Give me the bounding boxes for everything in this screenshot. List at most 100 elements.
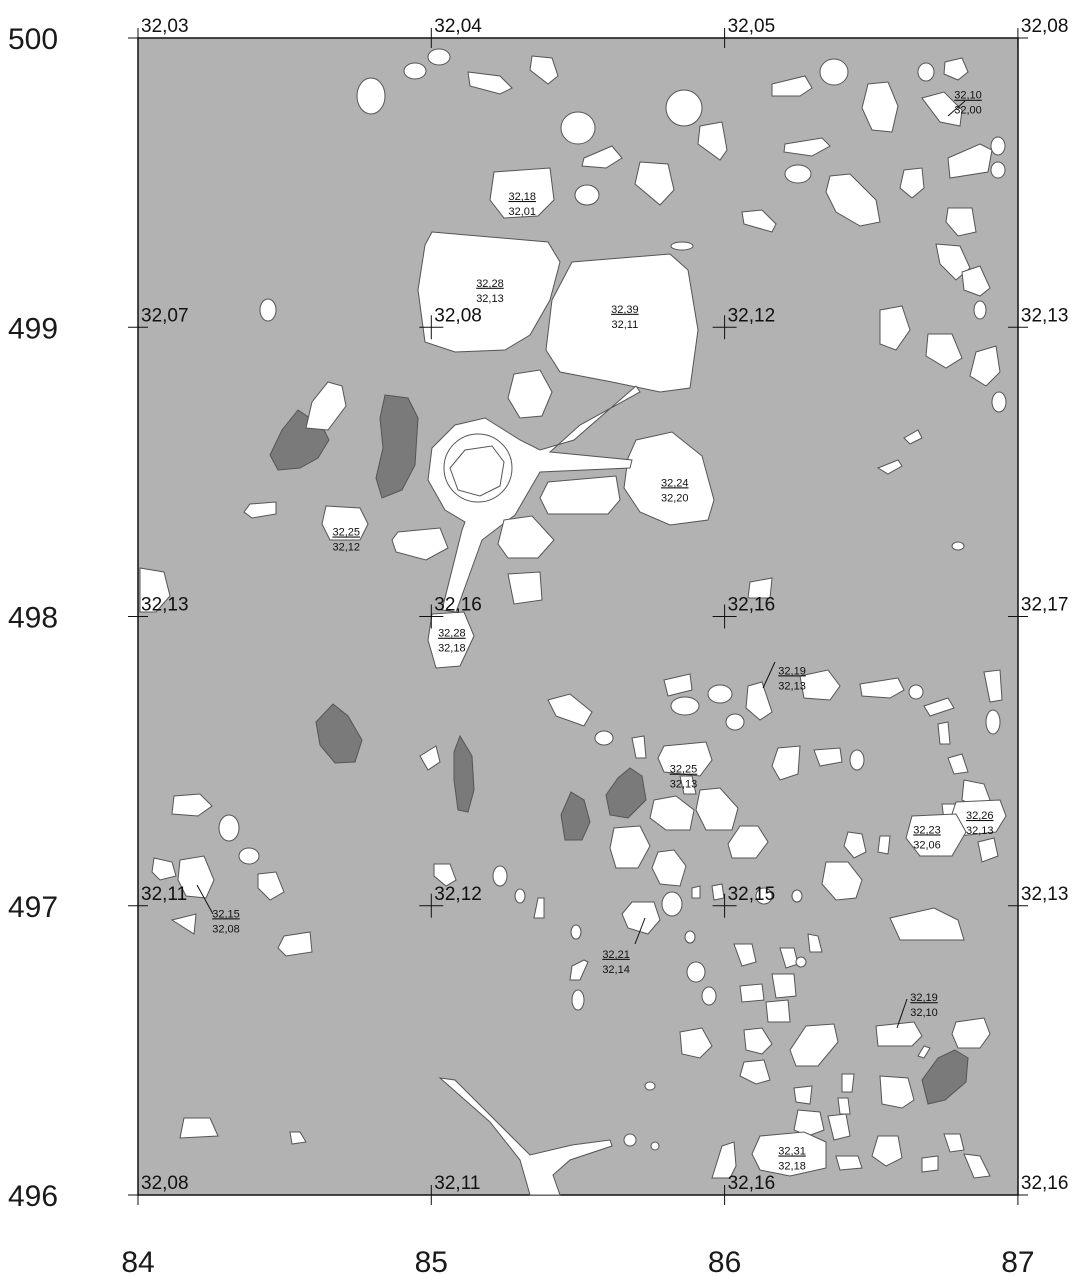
- stone: [644, 1081, 656, 1091]
- stone: [807, 933, 823, 953]
- stone: [570, 924, 582, 940]
- stone: [877, 835, 891, 855]
- x-axis-label: 84: [121, 1246, 154, 1277]
- leader-lines: [196, 100, 966, 1029]
- stone: [849, 749, 865, 771]
- x-axis-label: 85: [415, 1246, 448, 1277]
- stone: [943, 1133, 965, 1153]
- stone: [489, 167, 555, 219]
- stone: [514, 888, 526, 904]
- stone: [819, 58, 849, 86]
- stone-bottom-level: 32,13: [966, 825, 994, 837]
- stone: [771, 75, 813, 97]
- stone: [821, 861, 863, 901]
- stone: [739, 1059, 771, 1085]
- stone: [733, 943, 757, 967]
- grid-elevation: 32,13: [141, 595, 189, 616]
- y-axis-label: 498: [8, 602, 58, 635]
- stone: [391, 527, 449, 561]
- grid-elevation: 32,16: [728, 595, 776, 616]
- y-axis-label: 497: [8, 891, 58, 924]
- stone: [289, 1131, 307, 1145]
- grid-elevation: 32,13: [1021, 305, 1069, 326]
- stone: [871, 1135, 903, 1167]
- stone: [695, 787, 739, 831]
- stone: [539, 475, 621, 515]
- stone: [533, 897, 545, 919]
- stone: [990, 161, 1006, 179]
- dark-feature: [921, 1049, 969, 1105]
- stone: [238, 847, 260, 865]
- stone: [876, 459, 903, 475]
- stones: [139, 48, 1007, 1196]
- stone: [841, 1073, 855, 1093]
- grid-elevation: 32,08: [141, 1173, 189, 1194]
- stone-top-level: 32,23: [913, 824, 941, 836]
- stone-top-level: 32,28: [476, 278, 504, 290]
- stone: [679, 1027, 713, 1059]
- stone: [179, 1117, 219, 1139]
- stone-bottom-level: 32,13: [670, 779, 698, 791]
- stone: [879, 1075, 915, 1109]
- stone: [177, 855, 215, 899]
- dark-features: [269, 394, 969, 1105]
- stone: [139, 567, 171, 613]
- grid-elevation: 32,05: [728, 16, 776, 37]
- stone: [793, 1085, 813, 1105]
- stone: [925, 333, 963, 369]
- stone: [711, 1141, 737, 1179]
- stone: [707, 684, 733, 704]
- dark-feature: [375, 394, 419, 499]
- grid-elevation: 32,16: [1021, 1173, 1069, 1194]
- stone: [771, 973, 797, 999]
- grid-elevation: 32,12: [434, 884, 482, 905]
- grid-elevation: 32,13: [1021, 884, 1069, 905]
- stone: [218, 814, 240, 842]
- stone: [691, 885, 701, 899]
- stone-top-level: 32,15: [212, 908, 240, 920]
- stone: [835, 1155, 863, 1171]
- x-axis-label: 87: [1001, 1246, 1034, 1277]
- stone: [711, 883, 725, 901]
- stone: [623, 431, 715, 526]
- stone-top-level: 32,26: [966, 810, 994, 822]
- stone-bottom-level: 32,20: [661, 492, 689, 504]
- stone: [651, 849, 687, 887]
- stone-bottom-level: 32,08: [212, 923, 240, 935]
- grid-elevation: 32,11: [141, 884, 187, 905]
- stone: [171, 793, 213, 817]
- stone: [571, 989, 585, 1011]
- stone: [859, 677, 905, 699]
- stone: [751, 1131, 827, 1177]
- stone: [739, 983, 765, 1003]
- stone: [609, 825, 651, 869]
- stone: [741, 209, 777, 233]
- stone: [417, 231, 561, 353]
- grid-elevation: 32,04: [434, 16, 482, 37]
- stone: [427, 48, 451, 66]
- stone: [903, 429, 923, 445]
- stone: [783, 137, 831, 157]
- stone: [419, 745, 441, 771]
- stone: [621, 901, 661, 935]
- stone-bottom-level: 32,18: [778, 1161, 806, 1173]
- stone: [321, 505, 369, 541]
- stone: [977, 837, 999, 863]
- stone-top-level: 32,25: [332, 527, 360, 539]
- stone: [259, 298, 277, 322]
- stone: [917, 62, 935, 82]
- stone: [899, 167, 925, 199]
- stone-bottom-level: 32,13: [476, 293, 504, 305]
- stone: [497, 515, 555, 559]
- stone: [492, 865, 508, 887]
- grid-elevation: 32,17: [1021, 595, 1069, 616]
- stone: [861, 81, 899, 133]
- stone: [665, 89, 703, 127]
- stone-bottom-level: 32,13: [778, 680, 806, 692]
- stone-top-level: 32,25: [670, 764, 698, 776]
- stone-top-level: 32,10: [954, 90, 982, 102]
- stone: [973, 300, 987, 320]
- stone: [908, 684, 924, 700]
- stone-top-level: 32,19: [910, 992, 938, 1004]
